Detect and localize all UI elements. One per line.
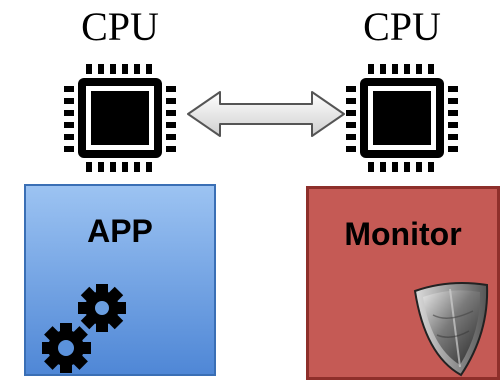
cpu-chip-icon	[346, 64, 458, 172]
monitor-box: Monitor	[306, 186, 500, 380]
app-box-title: APP	[87, 213, 153, 249]
cpu-chip-icon	[64, 64, 176, 172]
cpu-label-right: CPU	[363, 4, 441, 49]
monitor-box-title: Monitor	[344, 216, 462, 252]
app-box: APP	[24, 184, 216, 376]
double-arrow-icon	[187, 91, 345, 137]
cpu-label-left: CPU	[81, 4, 159, 49]
shield-icon	[413, 282, 489, 377]
gears-icon	[42, 284, 126, 373]
